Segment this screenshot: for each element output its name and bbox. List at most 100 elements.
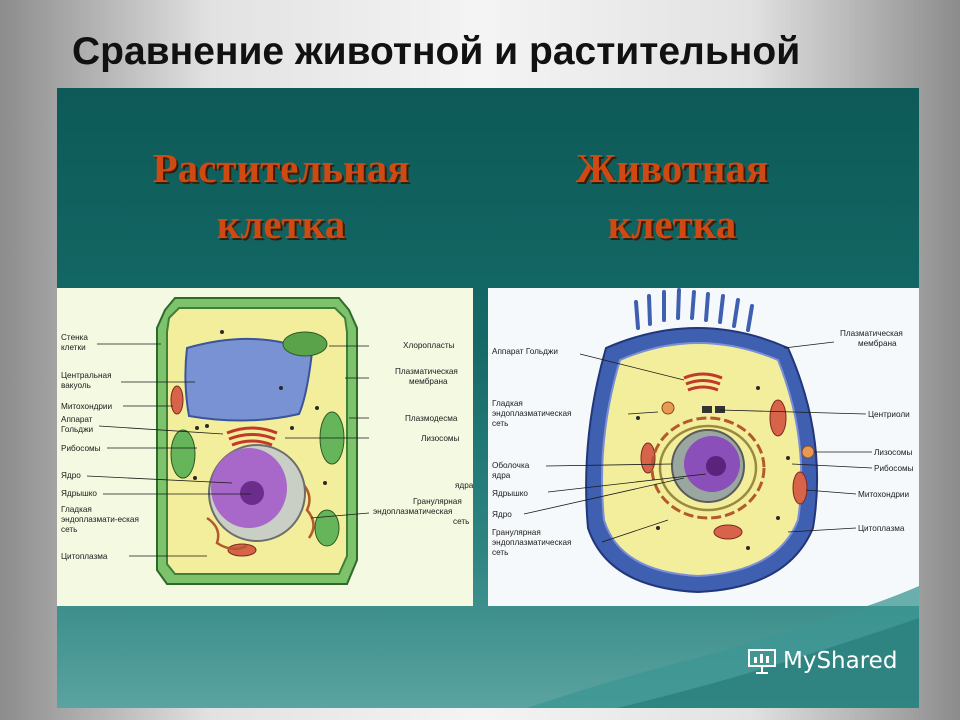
plant-nucleolus — [240, 481, 264, 505]
animal-cell-diagram: Аппарат Гольджи Гладкая эндоплазматическ… — [492, 288, 914, 594]
label-line: сеть — [453, 517, 469, 526]
label-nucleolus: Ядрышко — [61, 489, 97, 498]
label-cell-wall: Стенка клетки — [61, 333, 90, 352]
label-line: Ядро — [492, 510, 512, 519]
label-rough-er: Гранулярная эндоплазматическая сеть — [373, 497, 469, 526]
chloroplast — [170, 429, 196, 479]
label-line: Лизосомы — [874, 448, 913, 457]
watermark-text: MyShared — [783, 648, 898, 674]
label-line: Центральная — [61, 371, 112, 380]
plant-cell-heading: Растительная клетка — [81, 140, 481, 252]
golgi-apparatus — [226, 426, 278, 447]
animal-leader-lines — [523, 341, 873, 543]
ribosomes — [193, 330, 327, 485]
label-animal-cytoplasm: Цитоплазма — [858, 524, 905, 533]
centriole — [715, 406, 725, 413]
label-line: мембрана — [858, 339, 897, 348]
animal-heading-line-2: клетка — [607, 201, 737, 247]
label-lysosomes: Лизосомы — [421, 434, 460, 443]
label-plasmodesma: Плазмодесма — [405, 414, 458, 423]
label-golgi: Аппарат Гольджи — [61, 415, 95, 434]
label-plasma-membrane: Плазматическая мембрана — [395, 367, 460, 386]
plant-heading-line-1: Растительная — [152, 145, 410, 191]
label-line: Гранулярная — [413, 497, 462, 506]
animal-rough-er — [650, 416, 766, 520]
label-line: Митохондрии — [61, 402, 112, 411]
label-nuclear-envelope: Оболочка ядра — [492, 461, 532, 480]
label-line: сеть — [61, 525, 77, 534]
label-line: Ядрышко — [61, 489, 97, 498]
label-line: Гольджи — [61, 425, 93, 434]
label-line: сеть — [492, 419, 508, 428]
animal-mitochondrion — [769, 399, 787, 437]
label-line: Ядро — [61, 471, 81, 480]
animal-cell-figure: Аппарат Гольджи Гладкая эндоплазматическ… — [488, 288, 919, 606]
label-animal-golgi: Аппарат Гольджи — [492, 347, 558, 356]
label-line: Гладкая — [61, 505, 92, 514]
label-line: мембрана — [409, 377, 448, 386]
decorative-wave — [527, 586, 919, 708]
label-line: ядра — [455, 481, 473, 490]
plant-heading-line-2: клетка — [216, 201, 346, 247]
label-animal-nucleolus: Ядрышко — [492, 489, 528, 498]
label-cytoplasm: Цитоплазма — [61, 552, 108, 561]
presentation-board-icon — [748, 649, 776, 674]
chloroplast — [282, 331, 328, 357]
animal-golgi — [683, 372, 723, 392]
watermark-logo: MyShared — [747, 648, 897, 674]
animal-ribosomes — [636, 386, 790, 550]
label-ribosomes: Рибосомы — [61, 444, 101, 453]
central-vacuole — [184, 337, 314, 422]
label-line: Рибосомы — [61, 444, 101, 453]
label-line: вакуоль — [61, 381, 91, 390]
label-line: Ядрышко — [492, 489, 528, 498]
label-line: Аппарат — [61, 415, 93, 424]
label-line: Плазмодесма — [405, 414, 458, 423]
microvilli — [634, 288, 754, 332]
label-line: Плазматическая — [840, 329, 903, 338]
label-line: Центриоли — [868, 410, 910, 419]
plant-cell-diagram: Стенка клетки Центральная вакуоль Митохо… — [61, 297, 473, 585]
plant-leader-lines — [86, 343, 370, 557]
centriole — [702, 406, 712, 413]
lysosome — [661, 401, 675, 415]
label-animal-ribosomes: Рибосомы — [874, 464, 914, 473]
label-line: Митохондрии — [858, 490, 909, 499]
label-line: Рибосомы — [874, 464, 914, 473]
label-line: ядра — [492, 471, 511, 480]
label-line: Лизосомы — [421, 434, 460, 443]
plant-cell-figure: Стенка клетки Центральная вакуоль Митохо… — [57, 288, 473, 606]
animal-smooth-er — [658, 424, 758, 512]
label-line: Плазматическая — [395, 367, 458, 376]
label-animal-smooth-er: Гладкая эндоплазматическая сеть — [492, 399, 574, 428]
label-line: эндоплазмати-еская — [61, 515, 139, 524]
animal-mitochondrion — [713, 524, 743, 540]
label-animal-lysosomes: Лизосомы — [874, 448, 913, 457]
label-line: Хлоропласты — [403, 341, 455, 350]
chloroplast — [314, 509, 340, 547]
label-line: Аппарат Гольджи — [492, 347, 558, 356]
mitochondrion — [170, 385, 184, 415]
label-line: сеть — [492, 548, 508, 557]
label-animal-nucleus: Ядро — [492, 510, 512, 519]
label-line: Стенка — [61, 333, 88, 342]
slide-title: Сравнение животной и растительной — [72, 30, 801, 73]
label-smooth-er: Гладкая эндоплазмати-еская сеть — [61, 505, 141, 534]
mitochondrion — [227, 543, 257, 557]
label-animal-mitochondria: Митохондрии — [858, 490, 909, 499]
label-line: эндоплазматическая — [492, 409, 571, 418]
label-animal-plasma-membrane: Плазматическая мембрана — [840, 329, 905, 348]
label-mitochondria: Митохондрии — [61, 402, 112, 411]
label-line: эндоплазматическая — [373, 507, 452, 516]
label-animal-rough-er: Гранулярная эндоплазматическая сеть — [492, 528, 574, 557]
label-line: клетки — [61, 343, 86, 352]
label-line: Гранулярная — [492, 528, 541, 537]
label-centrioles: Центриоли — [868, 410, 910, 419]
animal-heading-line-1: Животная — [575, 145, 769, 191]
label-line: Гладкая — [492, 399, 523, 408]
label-nucleus-fragment: ядра — [455, 481, 473, 490]
label-line: Оболочка — [492, 461, 530, 470]
label-chloroplasts: Хлоропласты — [403, 341, 455, 350]
label-line: эндоплазматическая — [492, 538, 571, 547]
label-line: Цитоплазма — [61, 552, 108, 561]
